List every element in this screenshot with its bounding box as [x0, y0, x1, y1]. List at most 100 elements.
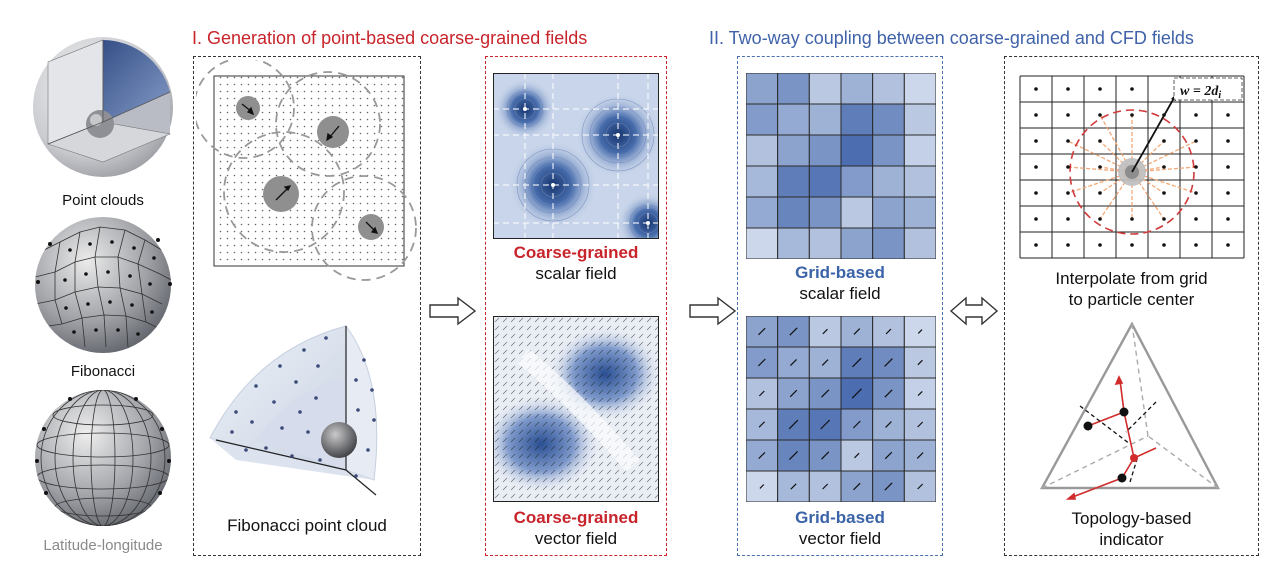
grid-vector-arrow [884, 358, 893, 367]
grid-cell [872, 227, 905, 259]
coarse-grained-vector-field [493, 316, 659, 502]
grid-based-vector-sub: vector field [798, 529, 882, 548]
topology-caption: Topology-based indicator [1006, 508, 1257, 550]
arrow-right-2 [689, 296, 737, 326]
fibonacci-octant-diagram [209, 324, 378, 496]
grid-vector-arrow [885, 328, 892, 335]
coarse-grained-vector-caption: Coarse-grained vector field [487, 507, 665, 549]
grid-vector-arrow [821, 359, 829, 366]
double-arrow [949, 296, 999, 326]
grid-cell [746, 73, 779, 105]
grid-cell [903, 134, 936, 167]
grid-cell [903, 103, 936, 136]
coarse-grained-scalar-field [493, 73, 659, 239]
arrow-right-1 [429, 296, 477, 326]
interpolation-grid: w = 2di [1019, 75, 1245, 259]
fibonacci-label: Fibonacci [70, 363, 136, 380]
grid-cell [808, 165, 842, 198]
grid-cell [840, 73, 874, 105]
grid-vector-arrow [758, 421, 765, 428]
interp-caption-line1: Interpolate from grid [1055, 269, 1208, 288]
grid-vector-arrow [758, 451, 766, 460]
grid-cell [840, 165, 874, 198]
grid-cell [777, 103, 810, 136]
interp-formula-sub: i [1218, 90, 1221, 101]
grid-cell [808, 227, 842, 259]
grid-cell [808, 134, 842, 167]
grid-cell [777, 227, 810, 259]
grid-vector-arrow [854, 452, 860, 459]
grid-vector-arrow [917, 421, 924, 428]
grid-vector-arrow [917, 390, 923, 397]
grid-vector-arrow [851, 388, 862, 399]
grid-vector-arrow [788, 450, 799, 461]
grid-cell [872, 103, 905, 136]
grid-cell [840, 134, 874, 167]
grid-cell [777, 165, 810, 198]
grid-based-panel [737, 56, 943, 556]
grid-cell [872, 196, 905, 229]
grid-vector-arrow [789, 358, 798, 367]
svg-text:w = 2di: w = 2di [1180, 84, 1221, 101]
interpolation-panel [1004, 56, 1259, 556]
grid-cell [808, 470, 842, 502]
coarse-grained-scalar-caption: Coarse-grained scalar field [487, 242, 665, 284]
grid-cell [840, 103, 874, 136]
point-cloud-octant-sphere [33, 37, 173, 177]
grid-cell [903, 227, 936, 259]
grid-vector-arrow [884, 451, 893, 460]
grid-based-scalar-caption: Grid-based scalar field [740, 262, 940, 304]
grid-cell [840, 439, 874, 472]
grid-vector-arrow [884, 482, 893, 491]
topology-caption-line1: Topology-based [1071, 509, 1192, 528]
grid-vector-arrow [884, 389, 893, 398]
grid-vector-arrow [852, 357, 862, 368]
grid-vector-arrow [759, 484, 765, 489]
latitude-longitude-label: Latitude-longitude [43, 537, 163, 554]
coarse-grained-vector-sub: vector field [534, 529, 618, 548]
grid-based-vector-title: Grid-based [795, 508, 885, 527]
grid-vector-arrow [853, 328, 861, 335]
topology-tetrahedron [1039, 321, 1220, 500]
grid-cell [746, 134, 779, 167]
grid-cell [903, 73, 936, 105]
interp-caption-line2: to particle center [1068, 290, 1195, 309]
grid-vector-arrow [788, 419, 799, 430]
grid-vector-arrow [821, 389, 830, 398]
grid-cell [808, 196, 842, 229]
grid-vector-arrow [916, 452, 924, 459]
grid-cell [903, 196, 936, 229]
latitude-longitude-sphere [35, 390, 171, 526]
coarse-grained-scalar-title: Coarse-grained [513, 243, 639, 262]
grid-vector-arrow [822, 328, 828, 335]
coarse-grained-panel [485, 56, 667, 556]
grid-cell [777, 196, 810, 229]
point-cloud-panel [193, 56, 421, 556]
grid-vector-arrow [758, 390, 765, 397]
grid-vector-arrow [821, 451, 830, 460]
section2-heading: II. Two-way coupling between coarse-grai… [709, 28, 1194, 48]
grid-vector-arrow [789, 327, 798, 336]
grid-based-scalar-field [746, 73, 936, 259]
fibonacci-sphere [35, 217, 172, 353]
grid-vector-arrow [917, 329, 923, 334]
grid-based-scalar-sub: scalar field [799, 284, 881, 303]
interp-formula: w = 2d [1180, 84, 1219, 99]
coarse-grained-scalar-sub: scalar field [535, 264, 617, 283]
coarse-grained-vector-title: Coarse-grained [513, 508, 639, 527]
grid-cell [808, 103, 842, 136]
grid-vector-arrow [852, 420, 861, 429]
point-cloud-square [196, 60, 417, 281]
grid-vector-arrow [917, 483, 924, 490]
grid-cell [840, 196, 874, 229]
grid-vector-arrow [757, 358, 766, 367]
grid-cell [746, 196, 779, 229]
grid-vector-arrow [820, 419, 831, 430]
grid-vector-arrow [853, 482, 861, 491]
grid-cell [903, 165, 936, 198]
grid-cell [746, 103, 779, 136]
grid-based-vector-caption: Grid-based vector field [740, 507, 940, 549]
grid-cell [808, 73, 842, 105]
fibonacci-point-cloud-caption: Fibonacci point cloud [227, 516, 387, 535]
grid-vector-arrow [822, 483, 829, 490]
